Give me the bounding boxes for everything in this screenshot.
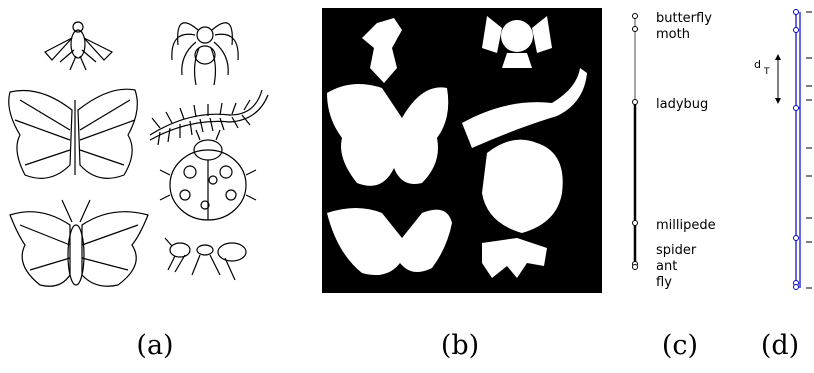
panel-a-line-drawings bbox=[0, 0, 310, 310]
fly-icon bbox=[45, 22, 112, 70]
moth-icon bbox=[10, 200, 148, 286]
label-fly: fly bbox=[656, 275, 672, 290]
label-ladybug: ladybug bbox=[656, 97, 708, 112]
label-spider: spider bbox=[656, 243, 697, 258]
ladybug-icon bbox=[160, 130, 256, 220]
panel-d-dendrogram: d T bbox=[740, 0, 814, 300]
butterfly-icon bbox=[9, 89, 138, 178]
millipede-icon bbox=[150, 90, 268, 145]
distance-label: d bbox=[754, 58, 761, 71]
distance-subscript: T bbox=[763, 67, 770, 77]
spider-icon bbox=[172, 23, 238, 85]
label-moth: moth bbox=[656, 27, 690, 42]
panel-c-hierarchy: butterfly moth ladybug millipede spider … bbox=[620, 0, 730, 300]
label-millipede: millipede bbox=[656, 218, 716, 233]
caption-a: (a) bbox=[115, 330, 195, 361]
ant-icon bbox=[165, 238, 246, 280]
label-butterfly: butterfly bbox=[656, 11, 712, 26]
label-ant: ant bbox=[656, 259, 677, 274]
caption-d: (d) bbox=[740, 330, 814, 361]
caption-c: (c) bbox=[640, 330, 720, 361]
caption-b: (b) bbox=[420, 330, 500, 361]
panel-b-silhouettes bbox=[322, 8, 602, 293]
